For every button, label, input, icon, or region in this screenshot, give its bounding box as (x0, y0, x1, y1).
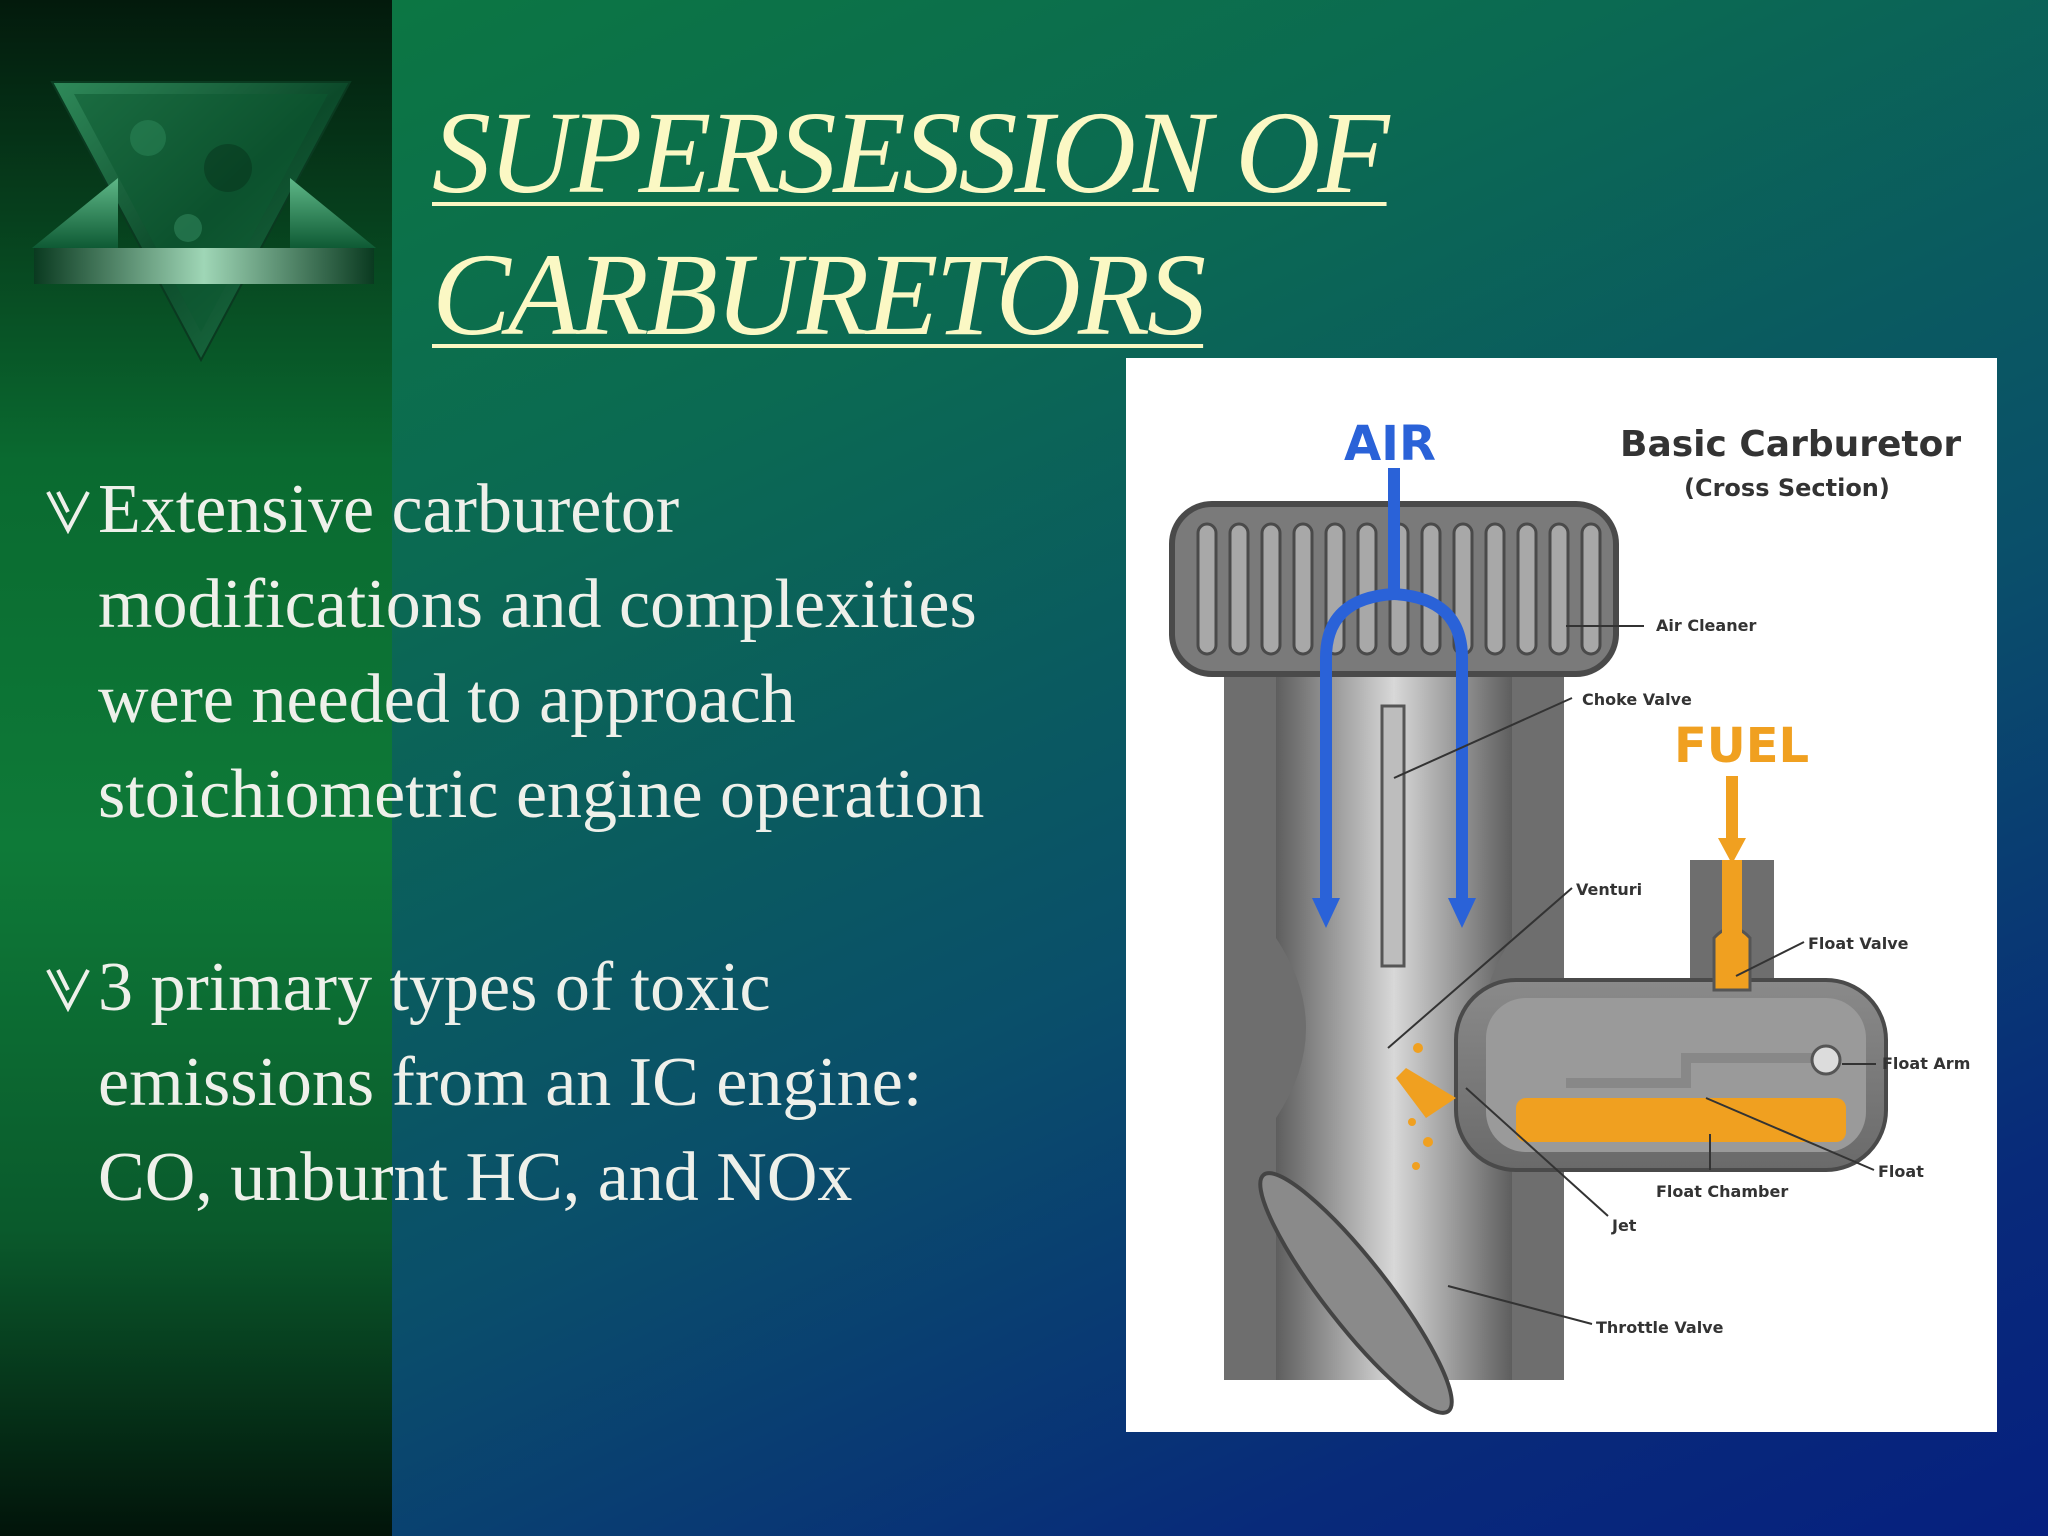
choke-valve-label: Choke Valve (1582, 690, 1692, 709)
air-cleaner-label: Air Cleaner (1656, 616, 1757, 635)
float-chamber-label: Float Chamber (1656, 1182, 1789, 1201)
bullet-text-line: Extensive carburetor (98, 471, 680, 548)
choke-valve (1380, 704, 1406, 968)
fuel-inlet-flow (1722, 860, 1742, 940)
open-triangle-bullet-icon (46, 969, 90, 1012)
float-arm-label: Float Arm (1882, 1054, 1971, 1073)
label-leader-lines (1387, 625, 1876, 1325)
float-valve-label: Float Valve (1808, 934, 1909, 953)
diagram-subtitle: (Cross Section) (1684, 474, 1890, 502)
fuel-level (1516, 1098, 1846, 1142)
jet-fuel-spray (1396, 1068, 1456, 1118)
bullet-text-line: emissions from an IC engine: (98, 1044, 923, 1121)
carburetor-diagram: AIR Basic Carburetor (Cross Section) FUE… (1126, 358, 1997, 1432)
throttle-valve-label: Throttle Valve (1596, 1318, 1724, 1337)
bullet-item: Extensive carburetor modifications and c… (24, 462, 1124, 842)
float-arm-pivot (1810, 1044, 1842, 1076)
title-line-1: SUPERSESSION OF (432, 87, 1390, 218)
bullet-item: 3 primary types of toxic emissions from … (24, 940, 1124, 1225)
float-arm (1566, 1053, 1826, 1088)
air-arrowheads (1312, 898, 1476, 928)
fuel-arrowhead (1718, 838, 1746, 864)
bullet-text-line: stoichiometric engine operation (98, 756, 985, 833)
slide-title: SUPERSESSION OF CARBURETORS (432, 82, 1732, 366)
title-line-2: CARBURETORS (432, 229, 1206, 360)
bullet-text-line: modifications and complexities (98, 566, 977, 643)
fuel-droplets (1402, 1043, 1433, 1170)
air-label: AIR (1344, 416, 1436, 472)
open-triangle-bullet-icon (46, 491, 90, 534)
venturi-left-bulge (1276, 938, 1306, 1118)
green-marble-triangle-icon (32, 81, 376, 363)
float-label: Float (1878, 1162, 1924, 1181)
jet-label: Jet (1612, 1216, 1637, 1235)
throttle-valve (1258, 1171, 1454, 1415)
air-flow-arrows (1320, 468, 1468, 898)
bullet-list: Extensive carburetor modifications and c… (24, 462, 1124, 1323)
carburetor-cross-section-drawing (1169, 468, 1888, 1415)
diagram-title: Basic Carburetor (1620, 424, 1962, 465)
bullet-text-line: were needed to approach (98, 661, 796, 738)
bullet-text-line: 3 primary types of toxic (98, 949, 771, 1026)
venturi-label: Venturi (1576, 880, 1643, 899)
fuel-label: FUEL (1674, 718, 1810, 774)
bullet-text-line: CO, unburnt HC, and NOx (98, 1139, 853, 1216)
